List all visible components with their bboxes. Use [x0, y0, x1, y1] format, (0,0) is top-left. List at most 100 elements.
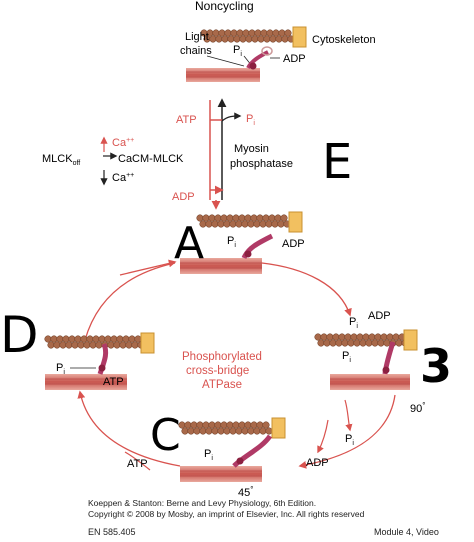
state-a-adp: ADP: [282, 238, 305, 250]
actin-bead: [268, 214, 276, 222]
footer-module: Module 4, Video: [374, 527, 439, 537]
actin-bead: [262, 214, 270, 222]
actin-bead: [218, 29, 226, 37]
credit-line-2: Copyright © 2008 by Mosby, an imprint of…: [88, 509, 365, 519]
actin-bead: [341, 339, 349, 347]
handwritten-c: C: [150, 410, 181, 461]
state-d: Pi ATP: [44, 332, 155, 390]
actin-bead: [262, 421, 270, 429]
cytoskeleton-label: Cytoskeleton: [312, 34, 376, 46]
actin-bead: [196, 421, 204, 429]
actin-bead: [205, 427, 213, 435]
actin-bead: [217, 427, 225, 435]
actin-bead: [62, 335, 70, 343]
released-adp: ADP: [306, 457, 329, 469]
actin-bead: [353, 339, 361, 347]
actin-bead: [278, 29, 286, 37]
actin-bead: [250, 214, 258, 222]
top-adp-label: ADP: [283, 53, 306, 65]
top-actin-filament: [200, 26, 307, 48]
actin-bead: [214, 421, 222, 429]
actin-bead: [280, 214, 288, 222]
actin-bead: [122, 335, 130, 343]
actin-bead: [320, 333, 328, 341]
cycle-arc-d-to-a: [84, 262, 176, 341]
cycle-arc-a-to-b: [261, 262, 352, 317]
actin-bead: [380, 333, 388, 341]
actin-bead: [359, 339, 367, 347]
actin-bead: [184, 421, 192, 429]
actin-bead: [265, 220, 273, 228]
actin-bead: [235, 427, 243, 435]
actin-bead: [253, 220, 261, 228]
actin-bead: [236, 29, 244, 37]
actin-bead: [365, 339, 373, 347]
actin-bead: [350, 333, 358, 341]
actin-bead: [47, 341, 55, 349]
actin-bead: [205, 220, 213, 228]
actin-bead: [238, 214, 246, 222]
actin-bead: [233, 35, 241, 43]
state-b-pi-top: Pi: [349, 316, 358, 330]
mlck-off-label: MLCKoff: [42, 153, 80, 167]
actin-bead: [335, 339, 343, 347]
actin-bead: [217, 220, 225, 228]
actin-bead: [199, 427, 207, 435]
actin-bead: [92, 335, 100, 343]
ca-influx-label: Ca++: [112, 137, 134, 149]
actin-bead: [89, 341, 97, 349]
state-b-adp: ADP: [368, 310, 391, 322]
actin-bead: [284, 29, 292, 37]
actin-bead: [104, 335, 112, 343]
actin-bead: [281, 35, 289, 43]
light-chains-label-2: chains: [180, 45, 212, 57]
state-a-pi: Pi: [227, 235, 236, 249]
credit-line-1: Koeppen & Stanton: Berne and Levy Physio…: [88, 498, 317, 508]
cycle-arc-c-to-d: [77, 390, 181, 467]
actin-bead: [259, 220, 267, 228]
actin-bead: [98, 335, 106, 343]
actin-bead: [125, 341, 133, 349]
center-label-1: Phosphorylated: [182, 351, 262, 363]
actin-bead: [74, 335, 82, 343]
actin-bead: [244, 421, 252, 429]
actin-bead: [241, 220, 249, 228]
actin-bead: [223, 220, 231, 228]
actin-bead: [221, 35, 229, 43]
noncycling-title: Noncycling: [195, 0, 254, 13]
actin-bead: [317, 339, 325, 347]
actin-bead: [374, 333, 382, 341]
actin-bead: [245, 35, 253, 43]
actin-bead: [110, 335, 118, 343]
state-b-angle: 90°: [410, 401, 425, 415]
actin-bead: [386, 333, 394, 341]
handwritten-d: D: [0, 306, 39, 364]
bound-atp: ATP: [127, 458, 148, 470]
actin-bead: [212, 29, 220, 37]
actin-bead: [211, 427, 219, 435]
actin-bead: [256, 214, 264, 222]
actin-bead: [71, 341, 79, 349]
handwritten-b: 3: [420, 339, 452, 393]
reg-adp-label: ADP: [172, 191, 195, 203]
released-pi: Pi: [345, 433, 354, 447]
actin-bead: [119, 341, 127, 349]
actin-bead: [211, 220, 219, 228]
actin-bead: [271, 220, 279, 228]
actin-bead: [257, 35, 265, 43]
actin-bead: [332, 333, 340, 341]
actin-bead: [238, 421, 246, 429]
actin-bead: [277, 220, 285, 228]
actin-bead: [229, 427, 237, 435]
actin-bead: [338, 333, 346, 341]
actin-bead: [227, 35, 235, 43]
state-a: Pi ADP: [180, 211, 305, 274]
actin-bead: [59, 341, 67, 349]
footer-course-code: EN 585.405: [88, 527, 136, 537]
actin-bead: [208, 421, 216, 429]
actin-bead: [263, 35, 271, 43]
actin-bead: [220, 214, 228, 222]
top-pi-label: Pi: [233, 44, 242, 58]
actin-bead: [377, 339, 385, 347]
actin-bead: [251, 35, 259, 43]
